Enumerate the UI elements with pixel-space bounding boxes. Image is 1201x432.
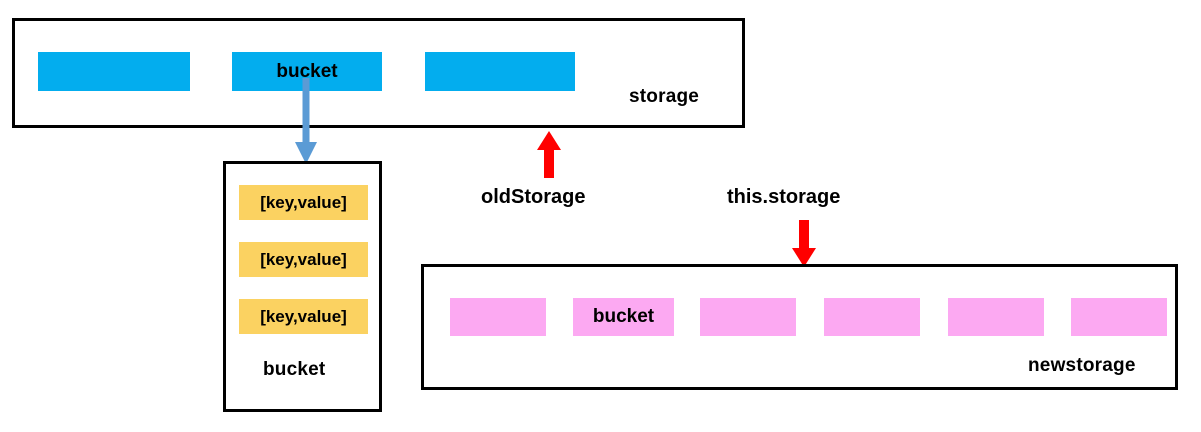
new-storage-cell-0[interactable] xyxy=(450,298,546,336)
new-storage-pointer-label: this.storage xyxy=(727,186,841,208)
bucket-expand-arrow xyxy=(295,78,317,164)
old-storage-cell-2[interactable] xyxy=(425,52,575,91)
bucket-entry-1-label: [key,value] xyxy=(260,249,347,269)
new-storage-container xyxy=(421,264,1178,390)
new-storage-cell-4[interactable] xyxy=(948,298,1044,336)
old-storage-pointer-label: oldStorage xyxy=(481,186,586,208)
bucket-entry-0[interactable]: [key,value] xyxy=(239,185,368,220)
bucket-entry-1[interactable]: [key,value] xyxy=(239,242,368,277)
old-storage-pointer-arrow-icon xyxy=(537,131,561,178)
new-storage-cell-1[interactable]: bucket xyxy=(573,298,674,336)
bucket-entry-2-label: [key,value] xyxy=(260,306,347,326)
new-storage-caption: newstorage xyxy=(1028,355,1136,376)
new-storage-cell-1-label: bucket xyxy=(592,306,655,327)
new-storage-cell-5[interactable] xyxy=(1071,298,1167,336)
old-storage-cell-1-label: bucket xyxy=(276,60,338,82)
bucket-entry-0-label: [key,value] xyxy=(260,192,347,212)
bucket-detail-caption: bucket xyxy=(263,359,326,380)
old-storage-cell-0[interactable] xyxy=(38,52,190,91)
new-storage-cell-3[interactable] xyxy=(824,298,920,336)
old-storage-caption: storage xyxy=(629,86,700,107)
new-storage-cell-2[interactable] xyxy=(700,298,796,336)
new-storage-pointer-arrow-icon xyxy=(792,220,816,267)
bucket-entry-2[interactable]: [key,value] xyxy=(239,299,368,334)
